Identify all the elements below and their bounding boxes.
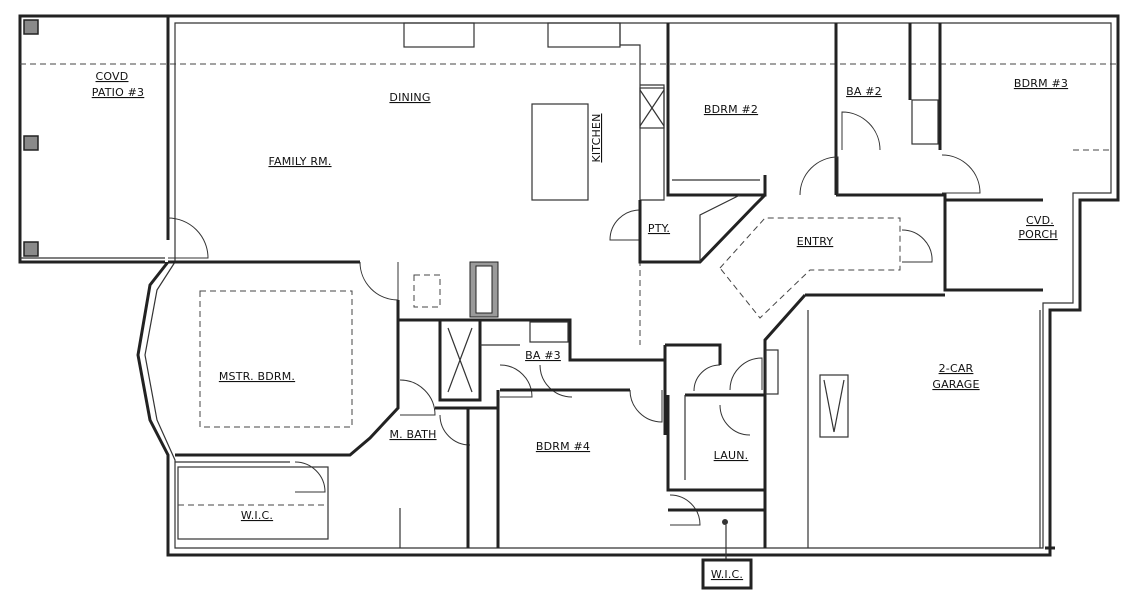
garage-area bbox=[807, 310, 1055, 550]
patio-area bbox=[18, 14, 1118, 264]
entry-area bbox=[638, 193, 945, 548]
patio-post bbox=[23, 19, 39, 35]
label-garage-line2: GARAGE bbox=[932, 378, 979, 391]
center-rooms bbox=[435, 261, 765, 548]
master-suite bbox=[168, 260, 470, 548]
label-master-wic: W.I.C. bbox=[241, 509, 273, 522]
label-laundry: LAUN. bbox=[714, 449, 749, 462]
label-bedroom-3: BDRM #3 bbox=[1014, 77, 1068, 90]
label-kitchen: KITCHEN bbox=[590, 113, 603, 162]
label-bath-2: BA #2 bbox=[846, 85, 882, 98]
kitchen-fixtures bbox=[403, 22, 665, 345]
label-patio-line1: COVD bbox=[96, 70, 129, 83]
patio-post bbox=[23, 241, 39, 257]
label-dining: DINING bbox=[389, 91, 430, 104]
kitchen-island bbox=[531, 103, 589, 201]
label-master-bath: M. BATH bbox=[389, 428, 436, 441]
room-labels: COVD PATIO #3 DINING FAMILY RM. KITCHEN … bbox=[92, 70, 1068, 581]
label-bedroom-4: BDRM #4 bbox=[536, 440, 590, 453]
label-bath-3: BA #3 bbox=[525, 349, 561, 362]
patio-post bbox=[23, 135, 39, 151]
label-bedroom-2: BDRM #2 bbox=[704, 103, 758, 116]
label-patio-line2: PATIO #3 bbox=[92, 86, 145, 99]
label-master-bedroom: MSTR. BDRM. bbox=[219, 370, 295, 383]
label-entry: ENTRY bbox=[797, 235, 834, 248]
bedroom-wing bbox=[666, 23, 1111, 292]
label-family-room: FAMILY RM. bbox=[268, 155, 331, 168]
label-bottom-wic: W.I.C. bbox=[711, 568, 743, 581]
label-pantry: PTY. bbox=[648, 222, 670, 235]
label-garage-line1: 2-CAR bbox=[939, 362, 974, 375]
label-porch-line2: PORCH bbox=[1018, 228, 1057, 241]
exterior-walls bbox=[136, 14, 1120, 557]
wic-tag bbox=[701, 525, 753, 590]
door-swings bbox=[167, 111, 981, 526]
label-porch-line1: CVD. bbox=[1026, 214, 1054, 227]
